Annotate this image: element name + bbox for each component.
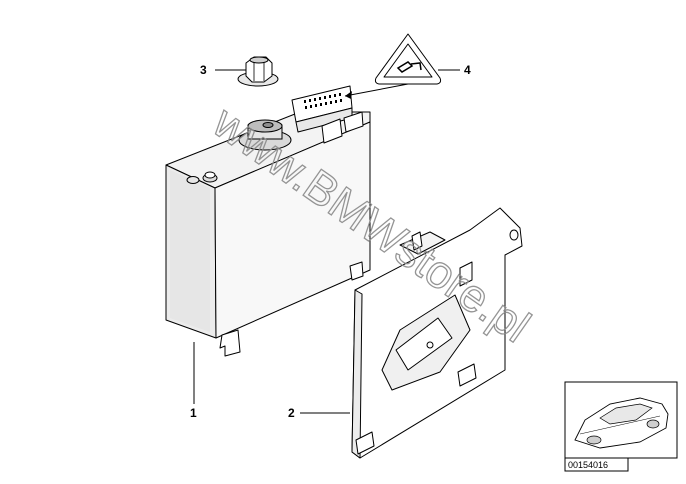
callout-4: 4 [464, 63, 471, 77]
mounting-bracket [351, 207, 523, 459]
leader-lines [193, 69, 460, 414]
reference-number: 00154016 [568, 460, 608, 470]
vehicle-thumbnail: 00154016 [564, 381, 678, 472]
car-icon [574, 397, 669, 449]
callout-2: 2 [288, 406, 295, 420]
hex-nut [237, 56, 279, 87]
callout-3: 3 [200, 63, 207, 77]
control-unit [165, 85, 371, 357]
warning-label-icon [374, 33, 442, 85]
callout-1: 1 [190, 406, 197, 420]
